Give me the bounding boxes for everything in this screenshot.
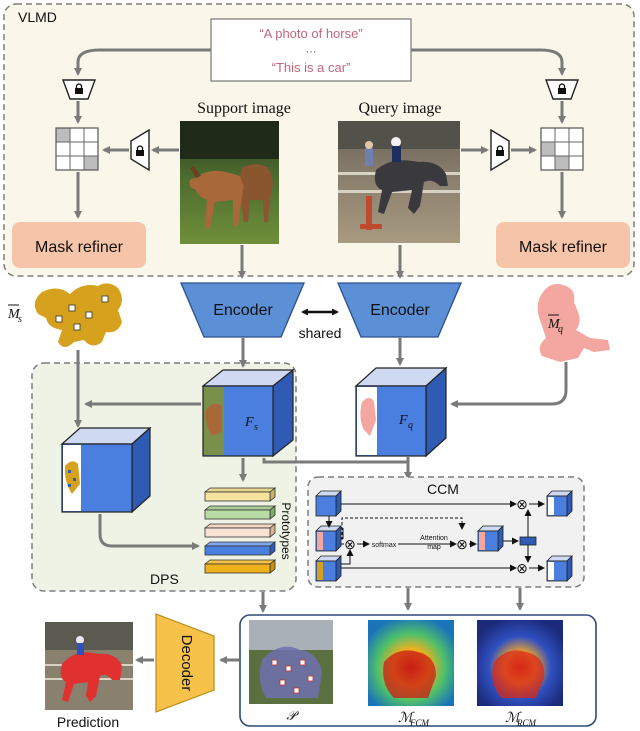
attention-map-label-1: Attention <box>420 535 448 542</box>
fcm-heatmap-label: ℳ FCM <box>398 711 430 728</box>
svg-text:RCM: RCM <box>516 718 537 728</box>
svg-text:ℳ: ℳ <box>505 711 522 726</box>
rcm-heatmap-label: ℳ RCM <box>505 711 537 728</box>
arrow-text-to-left-encoder <box>74 48 211 76</box>
mask-refiner-right-label: Mask refiner <box>519 239 608 256</box>
svg-text:F: F <box>398 413 408 428</box>
lock-icon <box>496 145 504 156</box>
query-image-title: Query image <box>358 100 441 117</box>
query-image <box>338 121 460 243</box>
query-feature-cube: F q <box>354 366 448 458</box>
similarity-grid-left <box>55 127 99 171</box>
decoder-label: Decoder <box>178 635 195 692</box>
svg-text:q: q <box>408 420 413 431</box>
ccm-input-cube-bottom <box>315 555 342 582</box>
prediction-label: Prediction <box>57 714 119 730</box>
otimes-top: ⊗ <box>516 496 528 512</box>
prompt-line-1: “A photo of horse” <box>259 26 362 41</box>
svg-text:M: M <box>547 317 561 332</box>
prototypes-stack <box>203 487 277 574</box>
text-encoder-right <box>544 79 580 100</box>
text-prompt-box <box>210 18 412 82</box>
masked-support-cube <box>60 426 152 514</box>
ccm-title: CCM <box>427 481 459 497</box>
rcm-heatmap <box>477 620 563 706</box>
mask-refiner-left <box>12 222 146 268</box>
svg-text:q: q <box>558 324 563 335</box>
support-image-title: Support image <box>197 100 291 117</box>
fcm-heatmap <box>368 620 454 706</box>
vlmd-title: VLMD <box>18 9 57 25</box>
decoder <box>155 613 215 713</box>
ccm-input-cube-top <box>315 490 342 517</box>
lock-icon <box>558 83 566 94</box>
prototype-bar-4 <box>203 541 277 556</box>
attention-map-label-2: map <box>427 544 441 551</box>
otimes-mid-right: ⊗ <box>456 536 468 552</box>
lock-icon <box>136 145 144 156</box>
encoder-left <box>180 282 305 338</box>
ccm-output-cube-bottom <box>546 555 573 582</box>
support-feature-cube: F s <box>201 368 295 458</box>
encoder-right <box>337 282 462 338</box>
arrow-text-to-right-encoder <box>411 48 566 76</box>
svg-text:F: F <box>244 415 254 430</box>
arrow-masked-cube-to-prototypes <box>98 514 200 550</box>
text-encoder-left <box>61 79 97 100</box>
support-mask-label: M s <box>7 304 22 325</box>
query-mask-label: M q <box>547 314 563 335</box>
arrow-query-mask-to-fq <box>450 362 568 408</box>
svg-text:s: s <box>254 422 258 433</box>
svg-text:ℳ: ℳ <box>398 711 415 726</box>
vlmd-panel <box>3 3 635 277</box>
prototype-activation-image <box>249 620 333 704</box>
prototypes-label: Prototypes <box>279 502 293 559</box>
similarity-grid-right <box>540 127 584 171</box>
prediction-image <box>45 622 133 710</box>
prototype-bar-1 <box>203 487 277 502</box>
dps-title: DPS <box>150 571 179 587</box>
image-encoder-right <box>490 128 510 172</box>
prototype-bar-3 <box>203 523 277 538</box>
mask-refiner-left-label: Mask refiner <box>35 239 124 256</box>
ccm-mid-cube <box>477 525 504 552</box>
softmax-label: softmax <box>372 542 397 549</box>
mask-refiner-right <box>496 222 630 268</box>
image-encoder-left <box>130 128 150 172</box>
arrow-fs-to-ccm <box>262 458 408 464</box>
ccm-vector-bar <box>519 536 537 546</box>
shared-label: shared <box>299 325 342 341</box>
support-mask <box>34 283 122 347</box>
support-image <box>180 121 279 244</box>
svg-text:M: M <box>7 307 21 322</box>
otimes-bottom: ⊗ <box>516 560 528 576</box>
ccm-input-cube-mid <box>315 525 342 552</box>
ccm-output-cube-top <box>546 490 573 517</box>
query-mask <box>537 284 610 362</box>
encoder-right-label: Encoder <box>370 302 430 319</box>
prototype-bar-5 <box>203 559 277 574</box>
svg-text:s: s <box>18 314 22 325</box>
encoder-left-label: Encoder <box>213 302 273 319</box>
prompt-ellipsis: ⋯ <box>306 46 317 58</box>
prompt-line-2: “This is a car” <box>272 60 351 75</box>
prototype-bar-2 <box>203 505 277 520</box>
lock-icon <box>75 83 83 94</box>
svg-text:FCM: FCM <box>409 718 430 728</box>
otimes-mid-left: ⊗ <box>344 536 356 552</box>
